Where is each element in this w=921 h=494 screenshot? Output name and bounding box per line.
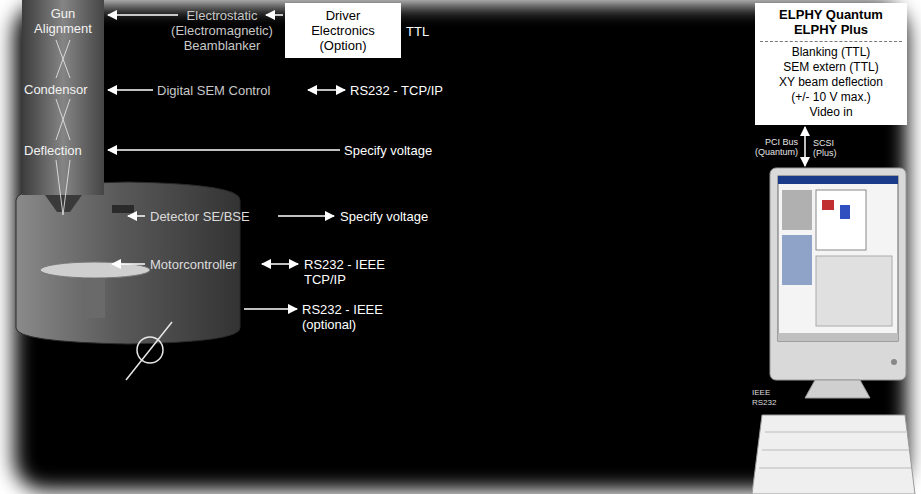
component-label: Detector SE/BSE [150,209,276,224]
elphy-box: ELPHY Quantum ELPHY PlusBlanking (TTL)SE… [755,3,907,125]
keyboard [762,450,909,451]
signal-line: Video in [760,105,902,120]
driver-box: Driver Electronics (Option) [285,3,401,58]
interface-label: RS232 - TCP/IP [350,83,490,98]
electron-beam [56,40,70,215]
electron-beam [56,99,70,140]
pump-symbol [126,322,172,380]
computer-monitor [782,190,812,230]
bus-connector [804,127,806,166]
computer-monitor [778,176,898,341]
computer-monitor [778,333,898,341]
computer-monitor [816,256,892,326]
sem-column [22,0,104,195]
signal-line: SEM extern (TTL) [760,60,902,75]
computer-monitor [770,168,906,398]
keyboard [765,432,906,433]
component-label: Electrostatic (Electromagnetic) Beamblan… [163,8,281,53]
signal-label: TTL [406,24,446,39]
keyboard [752,415,915,494]
keyboard [752,415,915,494]
bus-label: SCSI (Plus) [813,138,857,158]
signal-line: Blanking (TTL) [760,41,902,60]
electron-beam [56,40,70,78]
interface-label: RS232 - IEEE (optional) [302,302,397,332]
computer: IEEE RS232 [770,168,906,398]
column-label: Gun Alignment [22,6,104,36]
computer-monitor [891,359,897,365]
interface-label: Specify voltage [340,209,470,224]
bus-label: PCI Bus (Quantum) [748,137,798,157]
electron-beam [56,160,70,215]
computer-monitor [805,380,870,398]
signal-arrow [108,89,153,91]
signal-arrow [278,215,334,217]
component-label: Motorcontroller [150,257,260,272]
computer-monitor [782,235,812,285]
box-heading: ELPHY Quantum ELPHY Plus [776,7,886,37]
interface-label: Specify voltage [344,143,474,158]
sem-chamber [85,278,105,318]
signal-arrow [244,308,297,310]
port-label: IEEE RS232 [752,388,782,408]
column-label: Condensor [24,82,104,97]
computer-monitor [840,205,850,219]
signal-arrow [128,215,145,217]
signal-arrow [112,263,145,265]
signal-arrow [108,149,340,151]
signal-arrow [108,14,178,16]
computer-monitor [816,190,866,250]
pump-symbol [126,322,172,380]
keyboard [759,468,911,469]
sem-column [22,0,104,212]
sem-chamber [112,205,134,213]
signal-arrow [266,14,283,16]
computer-monitor [822,200,834,210]
sem-chamber [40,262,150,278]
box-text: Driver Electronics (Option) [301,8,385,53]
signal-line: XY beam deflection (+/- 10 V max.) [760,75,902,105]
signal-arrow [308,89,345,91]
interface-label: RS232 - IEEE TCP/IP [304,257,399,287]
signal-arrow [262,263,298,265]
computer-monitor [770,168,906,380]
component-label: Digital SEM Control [157,83,307,98]
column-label: Deflection [24,143,104,158]
computer-monitor [778,176,898,184]
